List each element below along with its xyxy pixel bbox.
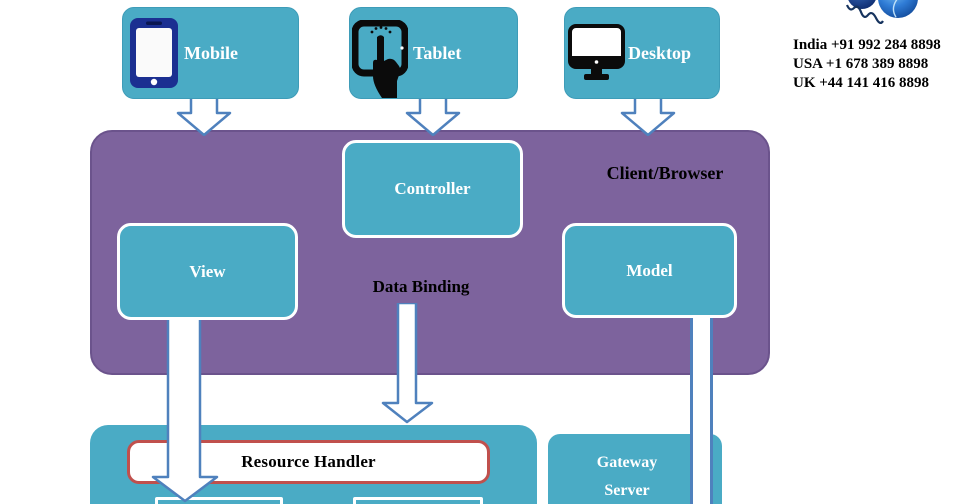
model-label: Model bbox=[626, 260, 673, 280]
view-box: View bbox=[117, 223, 298, 320]
desktop-label: Desktop bbox=[628, 42, 692, 63]
data-binding-label: Data Binding bbox=[372, 277, 470, 296]
server-sub-box-1 bbox=[155, 497, 283, 504]
tablet-touch-icon bbox=[352, 20, 408, 98]
mobile-to-client-arrow-icon bbox=[176, 96, 232, 136]
desktop-to-client-arrow-icon bbox=[620, 96, 676, 136]
tablet-to-client-arrow-icon bbox=[405, 96, 461, 136]
contact-line-usa: USA +1 678 389 8898 bbox=[793, 56, 929, 72]
phone-globe-icon bbox=[845, 0, 918, 25]
model-box: Model bbox=[562, 223, 737, 318]
controller-label: Controller bbox=[394, 179, 471, 198]
contact-line-uk: UK +44 141 416 8898 bbox=[793, 75, 930, 91]
controller-box: Controller bbox=[342, 140, 523, 238]
tablet-label: Tablet bbox=[413, 42, 462, 63]
tablet-device-box: Tablet bbox=[349, 7, 518, 99]
databinding-to-server-arrow-icon bbox=[381, 303, 434, 424]
resource-handler-label: Resource Handler bbox=[241, 452, 376, 471]
view-label: View bbox=[189, 261, 226, 281]
client-browser-title: Client/Browser bbox=[606, 163, 724, 183]
contact-numbers: India +91 992 284 8898 USA +1 678 389 88… bbox=[793, 36, 958, 93]
mobile-device-box: Mobile bbox=[122, 7, 299, 99]
mobile-label: Mobile bbox=[184, 42, 238, 63]
desktop-device-box: Desktop bbox=[564, 7, 720, 99]
gateway-label-line1: Gateway bbox=[596, 454, 658, 471]
model-to-gateway-connector bbox=[690, 316, 713, 504]
desktop-monitor-icon bbox=[568, 24, 625, 80]
gateway-label-line2: Server bbox=[604, 482, 650, 499]
smartphone-icon bbox=[130, 18, 178, 88]
server-sub-box-2 bbox=[353, 497, 483, 504]
contact-line-india: India +91 992 284 8898 bbox=[793, 37, 941, 53]
view-to-resource-arrow-icon bbox=[151, 316, 219, 503]
